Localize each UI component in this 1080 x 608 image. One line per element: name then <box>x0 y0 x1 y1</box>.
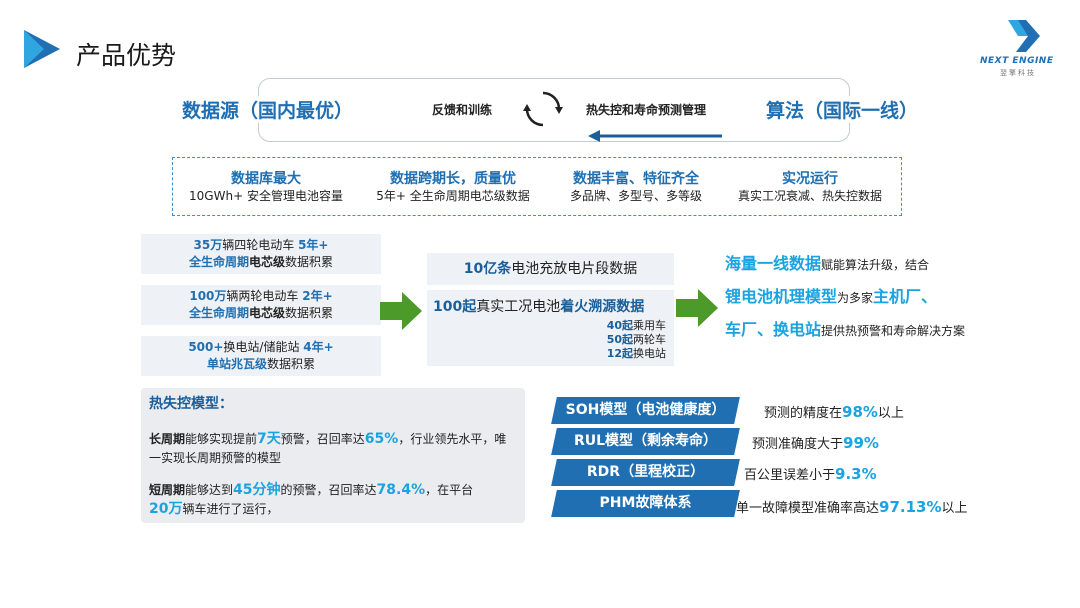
flow-management: 热失控和寿命预测管理 <box>586 103 707 117</box>
feature-real-operation: 实况运行 真实工况衰减、热失控数据 <box>737 171 882 203</box>
metric-rdr-label: RDR（里程校正） <box>551 459 740 486</box>
feature-rich-data: 数据丰富、特征齐全 多品牌、多型号、多等级 <box>569 171 702 203</box>
metric-rul-value: 预测准确度大于99% <box>752 434 879 452</box>
metric-soh-value: 预测的精度在98%以上 <box>764 403 904 421</box>
cycle-arrows-icon <box>523 91 563 127</box>
fire-trace-box: 100起真实工况电池着火溯源数据 40起乘用车 50起两轮车 12起换电站 <box>427 290 674 366</box>
green-arrow-icon <box>380 292 422 330</box>
flow-data-source: 数据源（国内最优） <box>178 96 358 123</box>
page-title: 产品优势 <box>76 41 177 70</box>
green-arrow-icon <box>676 289 718 327</box>
data-box-stations: 500+换电站/储能站 4年+ 单站兆瓦级数据积累 <box>141 336 381 376</box>
feature-largest-db: 数据库最大 10GWh+ 安全管理电池容量 <box>189 171 343 203</box>
metric-phm-value: 单一故障模型准确率高达97.13%以上 <box>736 498 968 516</box>
metric-rul-label: RUL模型（剩余寿命） <box>551 428 740 455</box>
data-box-two-wheel: 100万辆两轮电动车 2年+ 全生命周期电芯级数据积累 <box>141 285 381 325</box>
play-logo-icon <box>24 30 60 68</box>
brand-name: NEXT ENGINE <box>980 56 1054 66</box>
thermal-long-cycle: 长周期能够实现提前7天预警，召回率达65%，行业领先水平，唯一实现长周期预警的模… <box>149 431 507 465</box>
features-panel <box>172 157 902 216</box>
thermal-model-panel <box>141 388 525 523</box>
metric-soh-label: SOH模型（电池健康度） <box>551 397 740 424</box>
flow-feedback: 反馈和训练 <box>432 103 493 117</box>
fire-row-two-wheel: 50起两轮车 <box>606 333 666 346</box>
fire-row-passenger: 40起乘用车 <box>606 319 666 332</box>
brand-logo-icon <box>1008 20 1040 52</box>
charge-segments-box: 10亿条电池充放电片段数据 <box>427 253 674 285</box>
fire-row-station: 12起换电站 <box>606 347 666 360</box>
flow-back-arrow-icon <box>588 130 722 142</box>
data-box-four-wheel: 35万辆四轮电动车 5年+ 全生命周期电芯级数据积累 <box>141 234 381 274</box>
flow-algorithm: 算法（国际一线） <box>762 96 923 123</box>
thermal-model-title: 热失控模型： <box>149 396 233 412</box>
metric-rdr-value: 百公里误差小于9.3% <box>744 465 877 483</box>
feature-long-span: 数据跨期长，质量优 5年+ 全生命周期电芯级数据 <box>376 171 530 203</box>
solution-summary: 海量一线数据赋能算法升级，结合 锂电池机理模型为多家主机厂、 车厂、换电站提供热… <box>725 254 966 339</box>
metric-phm-label: PHM故障体系 <box>551 490 740 517</box>
brand-subtitle: 翌擎科技 <box>1000 69 1036 77</box>
